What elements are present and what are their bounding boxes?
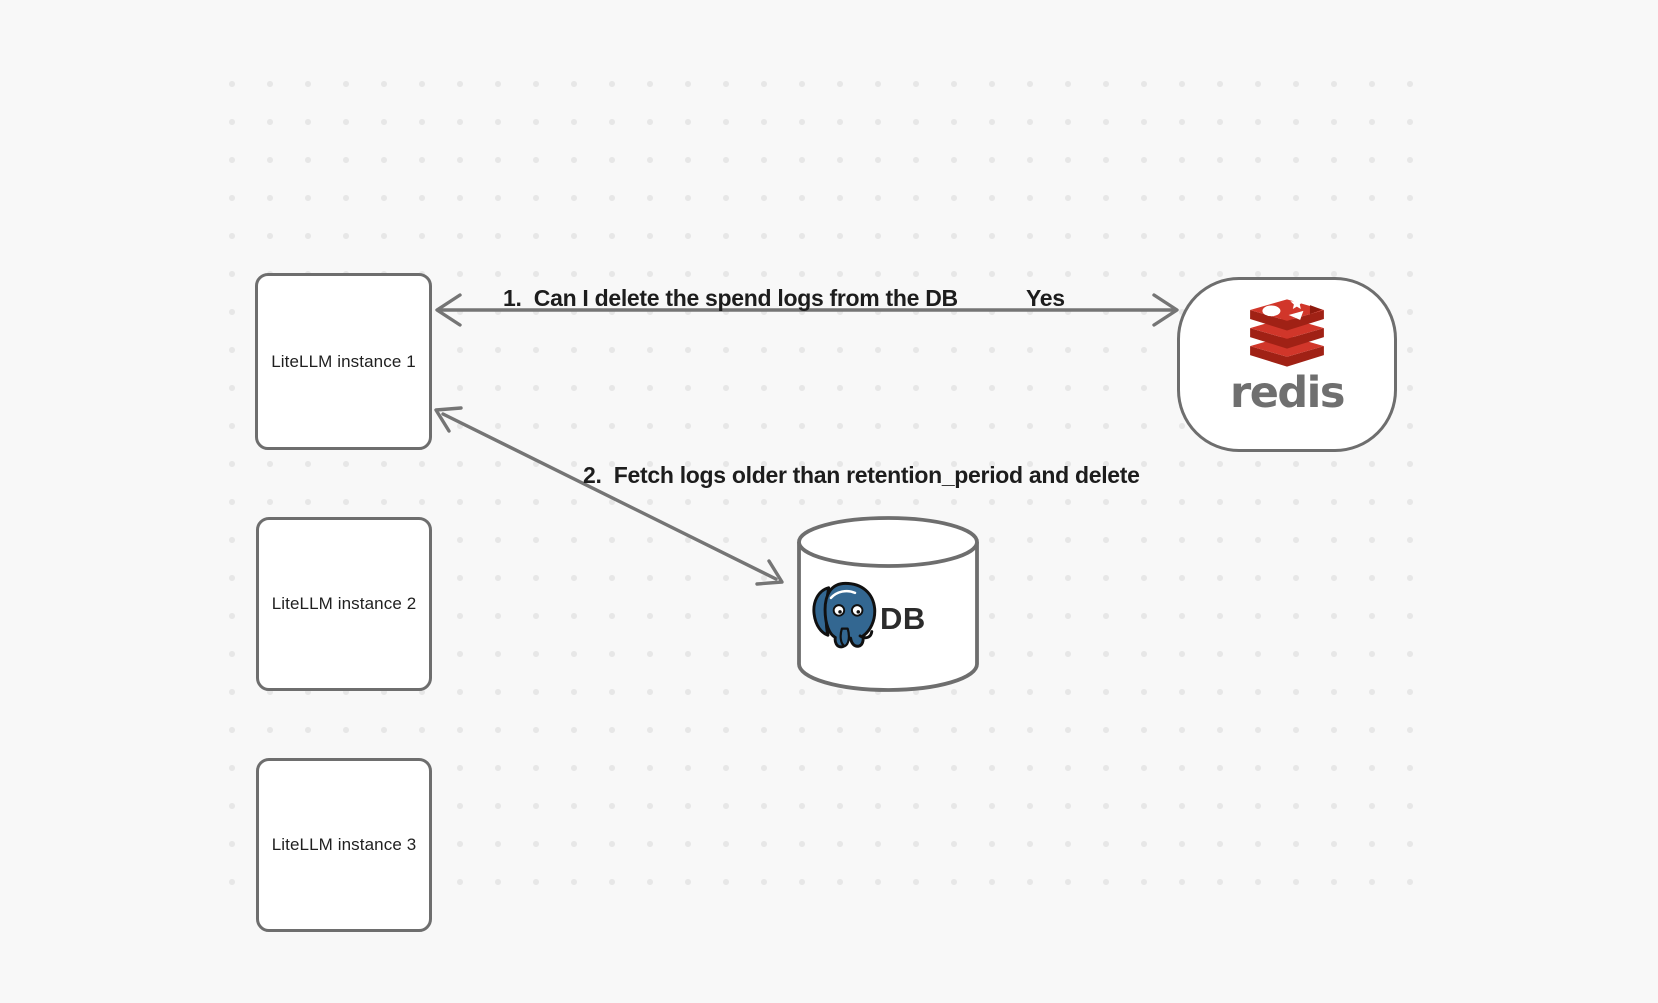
node-database: DB — [795, 514, 981, 696]
arrow1-answer-label: Yes — [1026, 285, 1065, 311]
arrow1-question-label: 1. Can I delete the spend logs from the … — [503, 285, 958, 311]
redis-logo-icon — [1250, 296, 1324, 367]
postgresql-logo-icon — [812, 581, 877, 649]
node-redis: redis — [1177, 277, 1397, 452]
node-litellm-instance-2: LiteLLM instance 2 — [256, 517, 432, 691]
db-label: DB — [880, 600, 926, 636]
node-label: LiteLLM instance 3 — [271, 835, 417, 854]
node-litellm-instance-1: LiteLLM instance 1 — [255, 273, 432, 450]
node-label: LiteLLM instance 2 — [271, 594, 417, 613]
redis-wordmark: redis — [1230, 368, 1345, 418]
node-label: LiteLLM instance 1 — [271, 351, 416, 371]
arrow2-label: 2. Fetch logs older than retention_perio… — [583, 462, 1140, 488]
node-litellm-instance-3: LiteLLM instance 3 — [256, 758, 432, 932]
database-cylinder-icon — [797, 516, 979, 692]
